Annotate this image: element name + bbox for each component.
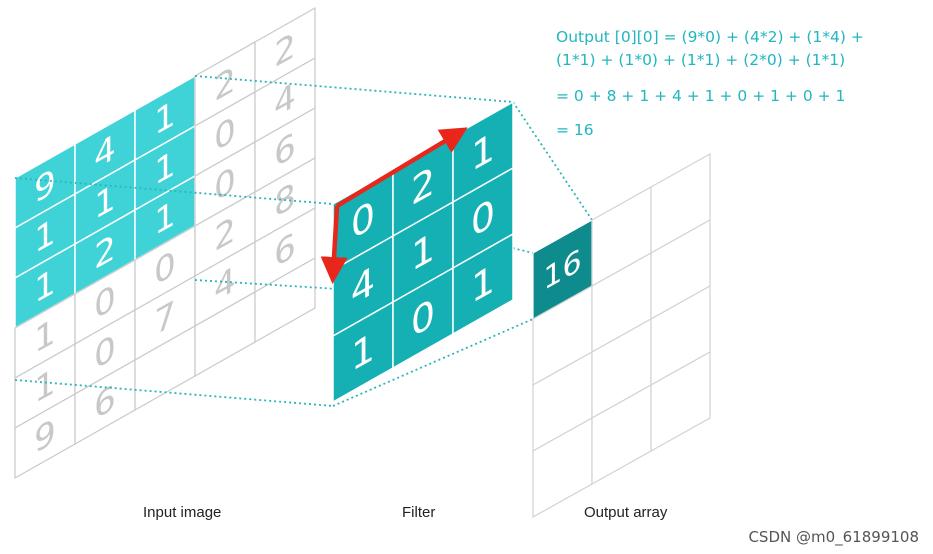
input-value: 2 xyxy=(274,24,296,76)
projection-line xyxy=(332,318,534,407)
input-value-highlighted: 1 xyxy=(154,192,176,244)
input-value: 0 xyxy=(214,108,236,160)
output-cell xyxy=(650,350,711,453)
input-image-grid: 941221110412106100281074696 xyxy=(14,6,316,480)
output-array-caption: Output array xyxy=(584,504,668,521)
input-value: 2 xyxy=(214,208,236,260)
input-value: 6 xyxy=(274,124,296,176)
input-value-highlighted: 9 xyxy=(34,160,56,212)
input-value-highlighted: 1 xyxy=(154,142,176,194)
stride-arrow-right xyxy=(335,127,468,208)
stride-arrows xyxy=(320,127,468,284)
input-value: 1 xyxy=(34,310,56,362)
input-value-highlighted: 1 xyxy=(154,92,176,144)
input-value: 0 xyxy=(214,158,236,210)
input-value: 6 xyxy=(274,224,296,276)
filter-cell xyxy=(452,232,514,336)
input-value: 2 xyxy=(214,58,236,110)
projection-line xyxy=(14,177,334,205)
input-value: 4 xyxy=(274,74,296,126)
input-value-highlighted: 1 xyxy=(34,260,56,312)
input-value: 9 xyxy=(34,410,56,462)
input-value-highlighted: 4 xyxy=(94,126,116,178)
input-value: 1 xyxy=(34,360,56,412)
equation-line-2: (1*1) + (1*0) + (1*1) + (2*0) + (1*1) xyxy=(556,51,846,69)
filter-caption: Filter xyxy=(402,504,436,521)
input-cell xyxy=(254,256,316,344)
output-array-grid: 16 xyxy=(532,152,711,519)
projection-line xyxy=(14,379,334,407)
input-value: 4 xyxy=(214,258,236,310)
input-image-caption: Input image xyxy=(143,504,222,521)
input-value: 6 xyxy=(94,376,116,428)
equation-line-3: = 0 + 8 + 1 + 4 + 1 + 0 + 1 + 0 + 1 xyxy=(556,87,846,105)
projection-line xyxy=(512,101,593,221)
stride-arrow-down xyxy=(320,205,348,284)
input-value-highlighted: 1 xyxy=(94,176,116,228)
input-value: 0 xyxy=(154,242,176,294)
input-value: 0 xyxy=(94,326,116,378)
input-value-highlighted: 1 xyxy=(34,210,56,262)
input-value-highlighted: 2 xyxy=(94,226,116,278)
equation-line-1: Output [0][0] = (9*0) + (4*2) + (1*4) + xyxy=(556,28,864,46)
input-value: 0 xyxy=(94,276,116,328)
input-value: 7 xyxy=(154,292,176,344)
equation-line-4: = 16 xyxy=(556,121,594,139)
credit-watermark: CSDN @m0_61899108 xyxy=(748,528,919,546)
projection-line xyxy=(194,75,514,103)
